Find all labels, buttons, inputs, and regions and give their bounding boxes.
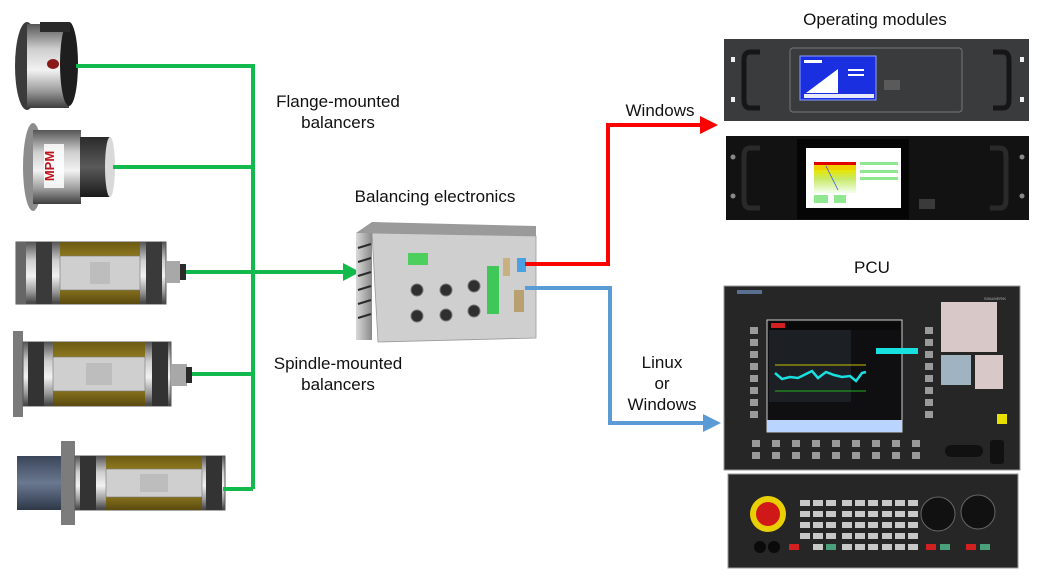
label-line: Windows [627, 395, 697, 414]
balancing-electronics-box [356, 222, 537, 343]
terminal-block-icon [487, 266, 499, 314]
label-line: Linux [641, 353, 683, 372]
signal-trace [774, 369, 867, 383]
blue-connector-line [525, 286, 704, 425]
pcu-brand-label: SINUMERIK [984, 296, 1007, 301]
logo-icon [47, 59, 59, 69]
pcu-panel: SINUMERIK [723, 285, 1021, 569]
handle-right [993, 49, 1012, 111]
logo-icon [884, 80, 900, 90]
label-line: Flange-mounted [276, 92, 400, 111]
feed-override-knob [920, 496, 956, 532]
red-connector-line [525, 123, 700, 266]
warning-key-icon [997, 414, 1007, 424]
green-arrowhead [343, 263, 360, 281]
operating-module-2 [726, 136, 1029, 220]
operating-module-1 [724, 39, 1029, 121]
windows-label: Windows [625, 101, 695, 120]
logo-icon [919, 199, 935, 209]
linux-or-windows-label: Linux or Windows [612, 352, 712, 415]
blue-arrowhead [703, 414, 721, 432]
label-line: or [654, 374, 670, 393]
ethernet-port-icon [517, 258, 526, 272]
serial-port-icon [514, 290, 524, 312]
handle-left [741, 49, 760, 111]
label-line: Spindle-mounted [273, 354, 403, 373]
flange-balancer-2: MPM [23, 123, 115, 211]
green-bus-line [76, 64, 255, 489]
label-line: balancers [301, 113, 375, 132]
balancing-electronics-label: Balancing electronics [354, 187, 516, 206]
spindle-override-knob [960, 494, 996, 530]
spindle-balancer-1 [15, 241, 186, 305]
brand-label: MPM [42, 151, 57, 181]
operating-modules-label: Operating modules [803, 10, 947, 29]
spindle-balancer-2 [13, 331, 192, 417]
green-terminal-icon [408, 253, 428, 265]
flange-balancers-label: Flange-mounted balancers [262, 91, 414, 133]
red-arrowhead [700, 116, 718, 134]
green-connector-lines [76, 64, 344, 491]
spindle-balancers-label: Spindle-mounted balancers [260, 353, 416, 395]
label-line: balancers [301, 375, 375, 394]
flange-balancer-1 [15, 22, 78, 110]
pcu-label: PCU [854, 258, 890, 277]
spindle-balancer-3 [17, 441, 226, 525]
